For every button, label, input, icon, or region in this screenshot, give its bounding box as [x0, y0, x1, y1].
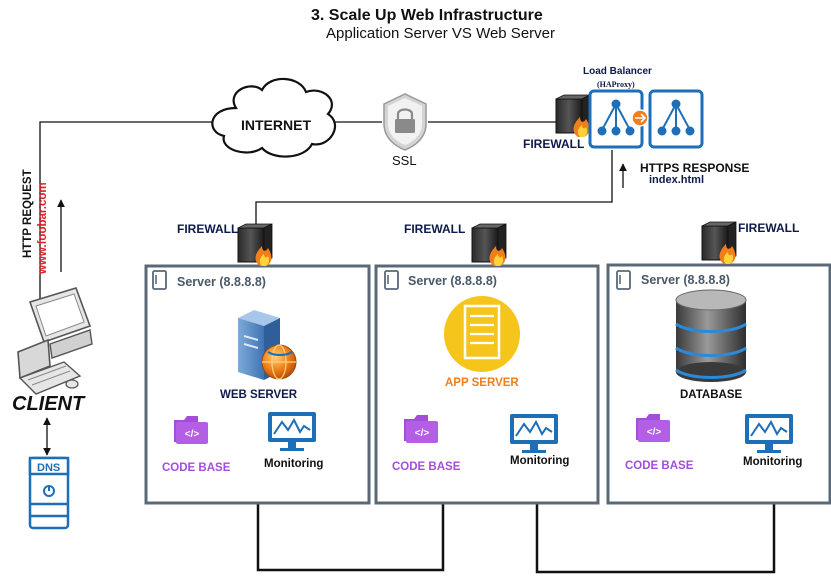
firewall-label-web: FIREWALL [177, 222, 239, 236]
loadbalancer-to-webserver-line [252, 150, 613, 241]
dns-label: DNS [37, 462, 61, 474]
load-balancer-label: Load Balancer [583, 66, 652, 77]
diagram-subtitle: Application Server VS Web Server [326, 25, 555, 42]
code-base-label-app: CODE BASE [392, 461, 461, 473]
https-response-file: index.html [649, 174, 705, 186]
desktop-computer-icon [17, 287, 93, 395]
client-to-internet-line [39, 121, 213, 300]
firewall-label-top: FIREWALL [523, 137, 585, 151]
load-balancer-icon [588, 89, 704, 149]
monitoring-label-db: Monitoring [743, 456, 803, 468]
dns-server-icon [28, 456, 70, 530]
web-server-label: WEB SERVER [220, 389, 298, 401]
app-to-db-link [535, 503, 776, 574]
firewall-icon [471, 223, 507, 267]
code-base-label-db: CODE BASE [625, 460, 694, 472]
app-server-label: APP SERVER [445, 377, 519, 389]
server-rack-icon [238, 310, 280, 380]
server-title-web: Server (8.8.8.8) [177, 275, 266, 289]
internet-label: INTERNET [241, 117, 311, 133]
globe-icon [261, 344, 297, 380]
client-label: CLIENT [12, 393, 85, 415]
server-title-db: Server (8.8.8.8) [641, 273, 730, 287]
diagram-title: 3. Scale Up Web Infrastructure [311, 7, 543, 24]
firewall-label-db: FIREWALL [738, 221, 800, 235]
https-response-label: HTTPS RESPONSE [640, 161, 750, 175]
server-frame-1 [144, 264, 371, 505]
server-interconnect-lines [256, 503, 776, 574]
connection-lines [39, 121, 627, 456]
http-request-url: www.foobar.com [37, 182, 49, 274]
firewall-icon [555, 94, 591, 138]
database-icon [675, 289, 747, 382]
server-title-app: Server (8.8.8.8) [408, 274, 497, 288]
monitoring-label-web: Monitoring [264, 458, 324, 470]
http-request-label: HTTP REQUEST [22, 169, 34, 258]
database-label: DATABASE [680, 389, 743, 401]
firewall-label-app: FIREWALL [404, 222, 466, 236]
code-base-label-web: CODE BASE [162, 462, 231, 474]
firewall-icon [701, 221, 737, 265]
firewall-icon [237, 223, 273, 267]
monitoring-label-app: Monitoring [510, 455, 570, 467]
document-icon [444, 296, 520, 372]
cloud-icon [211, 77, 337, 158]
web-to-app-link [256, 503, 445, 572]
shield-lock-icon [383, 93, 427, 151]
load-balancer-software: (HAProxy) [597, 80, 635, 89]
ssl-label: SSL [392, 153, 417, 168]
